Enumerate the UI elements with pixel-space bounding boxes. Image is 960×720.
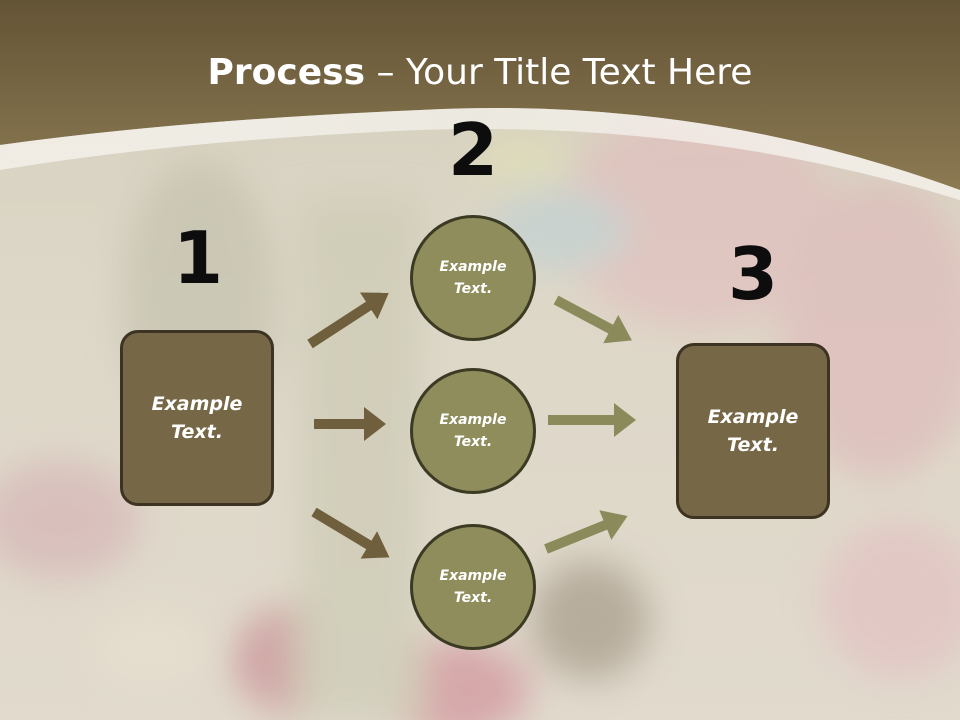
- step-number-1: 1: [172, 216, 224, 300]
- left-box-text: Example Text.: [151, 392, 243, 444]
- circle-bottom-text: Example Text.: [439, 567, 507, 606]
- slide-title: Process – Your Title Text Here: [0, 52, 960, 93]
- right-box: Example Text.: [676, 343, 830, 519]
- circle-top-text: Example Text.: [439, 258, 507, 297]
- circle-middle: Example Text.: [410, 368, 536, 494]
- right-box-text: Example Text.: [707, 405, 799, 457]
- circle-middle-text: Example Text.: [439, 411, 507, 450]
- step-number-3: 3: [727, 232, 779, 316]
- header-band: [0, 0, 960, 200]
- left-box: Example Text.: [120, 330, 274, 506]
- circle-top: Example Text.: [410, 215, 536, 341]
- circle-bottom: Example Text.: [410, 524, 536, 650]
- title-bold: Process: [207, 52, 366, 93]
- title-rest: – Your Title Text Here: [365, 52, 753, 93]
- step-number-2: 2: [447, 108, 499, 192]
